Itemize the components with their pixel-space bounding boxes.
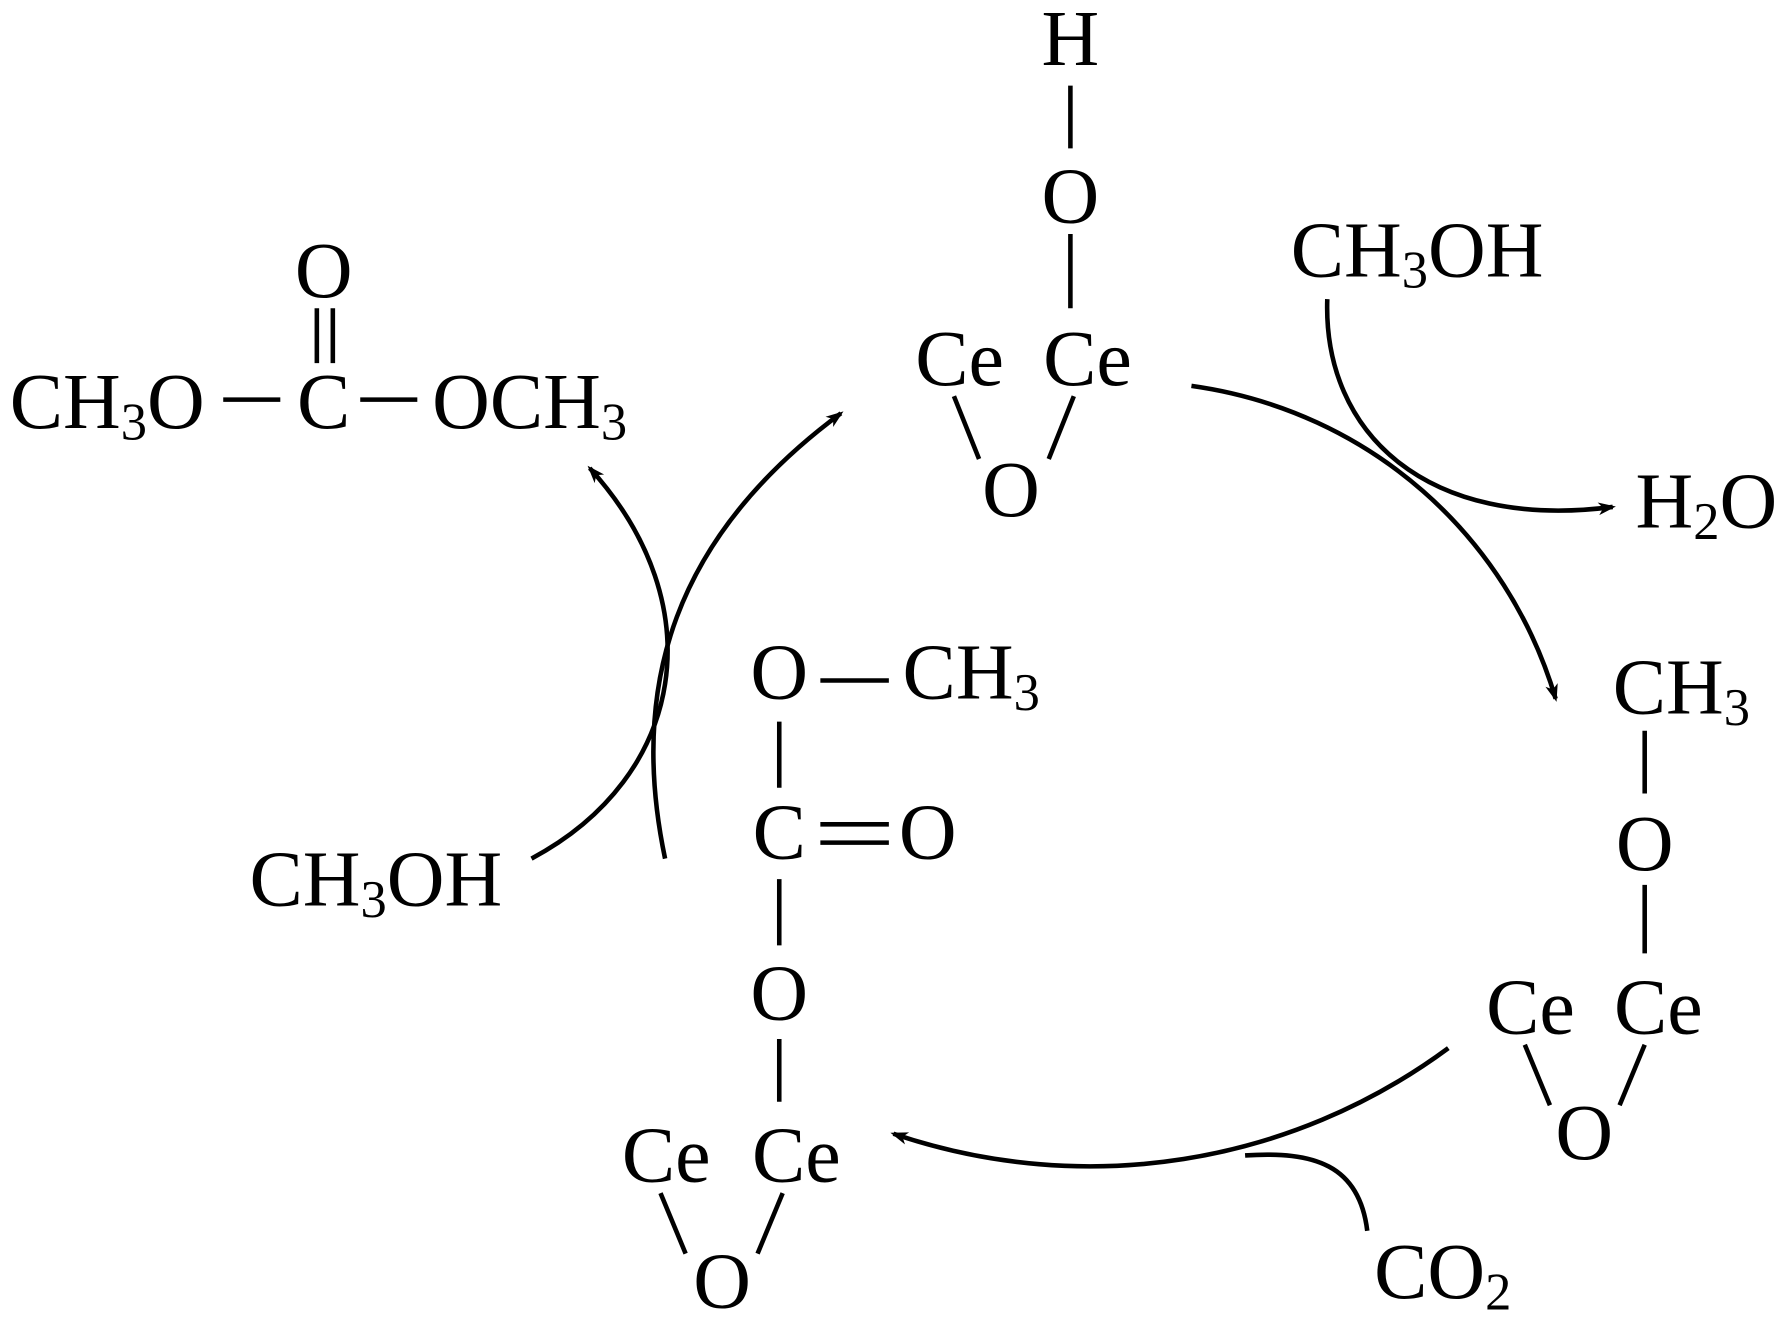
methanol-reactant-1: CH3OH xyxy=(1291,206,1544,299)
bond-ce-o xyxy=(1522,1043,1553,1107)
atom-o: O xyxy=(750,950,808,1038)
arrow-co2-entry xyxy=(1244,1152,1370,1232)
arrow-methanol-to-water xyxy=(1324,299,1616,516)
atom-o: O xyxy=(899,789,957,877)
atom-ce: Ce xyxy=(622,1112,711,1200)
atom-ce: Ce xyxy=(1486,963,1575,1051)
atom-o-bridge: O xyxy=(982,446,1040,534)
methyl-group: CH3 xyxy=(1613,644,1750,737)
bond-ce-o xyxy=(951,395,982,460)
arrow-methoxy-to-carbonate xyxy=(890,1046,1450,1169)
methoxy-site-structure: CH3 O Ce Ce O xyxy=(1486,644,1750,1177)
atom-o-bridge: O xyxy=(693,1237,751,1321)
co2-reactant: CO2 xyxy=(1374,1228,1511,1321)
bond-ce-o xyxy=(755,1192,785,1255)
atom-o: O xyxy=(1042,153,1100,241)
atom-o: O xyxy=(295,227,353,315)
atom-h: H xyxy=(1042,0,1100,83)
methanol-reactant-2: CH3OH xyxy=(249,835,502,928)
methyl-group: CH3 xyxy=(903,629,1040,722)
hydroxyl-site-structure: H O Ce Ce O xyxy=(915,0,1132,534)
atom-o: O xyxy=(1616,800,1674,888)
atom-ce: Ce xyxy=(1043,315,1132,403)
arrow-carbonate-to-hydroxyl xyxy=(651,411,844,860)
arrow-hydroxyl-to-methoxy xyxy=(1191,383,1558,702)
atom-c: C xyxy=(753,789,806,877)
arrow-methanol-to-product xyxy=(530,465,670,861)
atom-c: C xyxy=(297,358,350,446)
atom-ce: Ce xyxy=(1614,963,1703,1051)
bond-ce-o xyxy=(1617,1043,1647,1107)
atom-o: O xyxy=(750,629,808,717)
bond-ce-o xyxy=(1046,395,1076,460)
methoxy-group-right: OCH3 xyxy=(432,358,627,451)
carbonate-site-structure: O CH3 C O O Ce Ce O xyxy=(622,629,1040,1321)
bond-ce-o xyxy=(658,1192,688,1255)
atom-ce: Ce xyxy=(752,1112,841,1200)
water-byproduct: H2O xyxy=(1636,457,1778,550)
atom-ce: Ce xyxy=(915,315,1004,403)
atom-o-bridge: O xyxy=(1555,1089,1613,1177)
dimethyl-carbonate-product: O CH3O C OCH3 xyxy=(10,227,627,452)
methoxy-group-left: CH3O xyxy=(10,358,205,451)
